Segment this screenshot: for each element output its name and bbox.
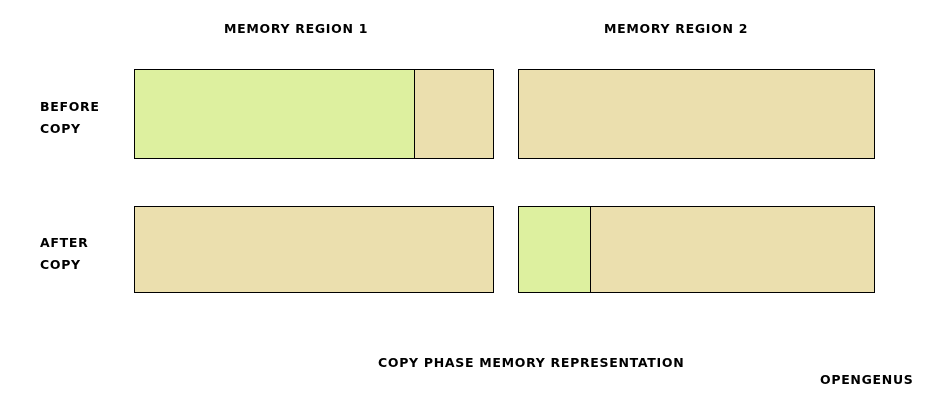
row-label-after-copy-line2: COPY (40, 257, 81, 272)
memory-bar-before-region-2 (518, 69, 875, 159)
row-label-after-copy-line1: AFTER (40, 235, 89, 250)
row-label-after-copy: AFTER COPY (40, 232, 88, 276)
row-label-before-copy: BEFORE COPY (40, 96, 100, 140)
diagram-caption: COPY PHASE MEMORY REPRESENTATION (378, 355, 685, 370)
memory-bar-before-region-1-segment-used (135, 70, 415, 158)
row-label-before-copy-line1: BEFORE (40, 99, 100, 114)
watermark-opengenus: OPENGENUS (820, 372, 914, 387)
memory-bar-after-region-1 (134, 206, 494, 293)
row-label-before-copy-line2: COPY (40, 121, 81, 136)
column-header-memory-region-1: MEMORY REGION 1 (224, 21, 369, 36)
memory-bar-before-region-1 (134, 69, 494, 159)
memory-bar-before-region-1-segment-free (414, 70, 493, 158)
memory-bar-after-region-1-segment-free (135, 207, 493, 292)
memory-bar-after-region-2 (518, 206, 875, 293)
memory-bar-after-region-2-segment-free (590, 207, 874, 292)
column-header-memory-region-2: MEMORY REGION 2 (604, 21, 749, 36)
memory-bar-before-region-2-segment-free (519, 70, 874, 158)
memory-bar-after-region-2-segment-used (519, 207, 590, 292)
